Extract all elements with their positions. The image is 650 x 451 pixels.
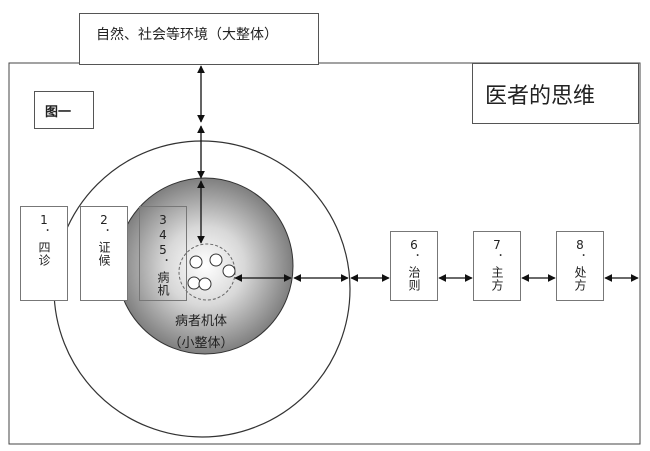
environment-box: 自然、社会等环境（大整体）	[79, 13, 319, 65]
step-label-main-formula: 7．主方	[490, 238, 504, 292]
title-box: 医者的思维	[472, 63, 639, 124]
step-label-treatment-principle: 6．治则	[407, 238, 421, 292]
step-box-syndrome: 2．证候	[80, 206, 128, 301]
step-box-treatment-principle: 6．治则	[390, 231, 438, 301]
cell-dot-5	[198, 277, 212, 291]
step-box-pathogenesis: 345．病机	[139, 206, 187, 301]
environment-label: 自然、社会等环境（大整体）	[96, 27, 278, 43]
cell-dot-2	[209, 253, 223, 267]
cell-dot-1	[189, 255, 203, 269]
step-label-syndrome: 2．证候	[97, 213, 111, 267]
figure-label-box: 图一	[34, 91, 94, 129]
diagram-title: 医者的思维	[485, 84, 596, 109]
step-box-main-formula: 7．主方	[473, 231, 521, 301]
core-label-body: 病者机体	[174, 314, 227, 329]
step-label-four-examinations: 1．四诊	[37, 213, 51, 267]
cell-dot-3	[222, 264, 236, 278]
step-label-prescription: 8．处方	[573, 238, 587, 292]
step-label-pathogenesis: 345．病机	[156, 213, 170, 297]
step-box-four-examinations: 1．四诊	[20, 206, 68, 301]
cell-dot-4	[187, 276, 201, 290]
step-box-prescription: 8．处方	[556, 231, 604, 301]
figure-label: 图一	[45, 105, 72, 120]
outer-frame	[8, 62, 641, 445]
core-label-whole: （小整体）	[168, 336, 234, 351]
